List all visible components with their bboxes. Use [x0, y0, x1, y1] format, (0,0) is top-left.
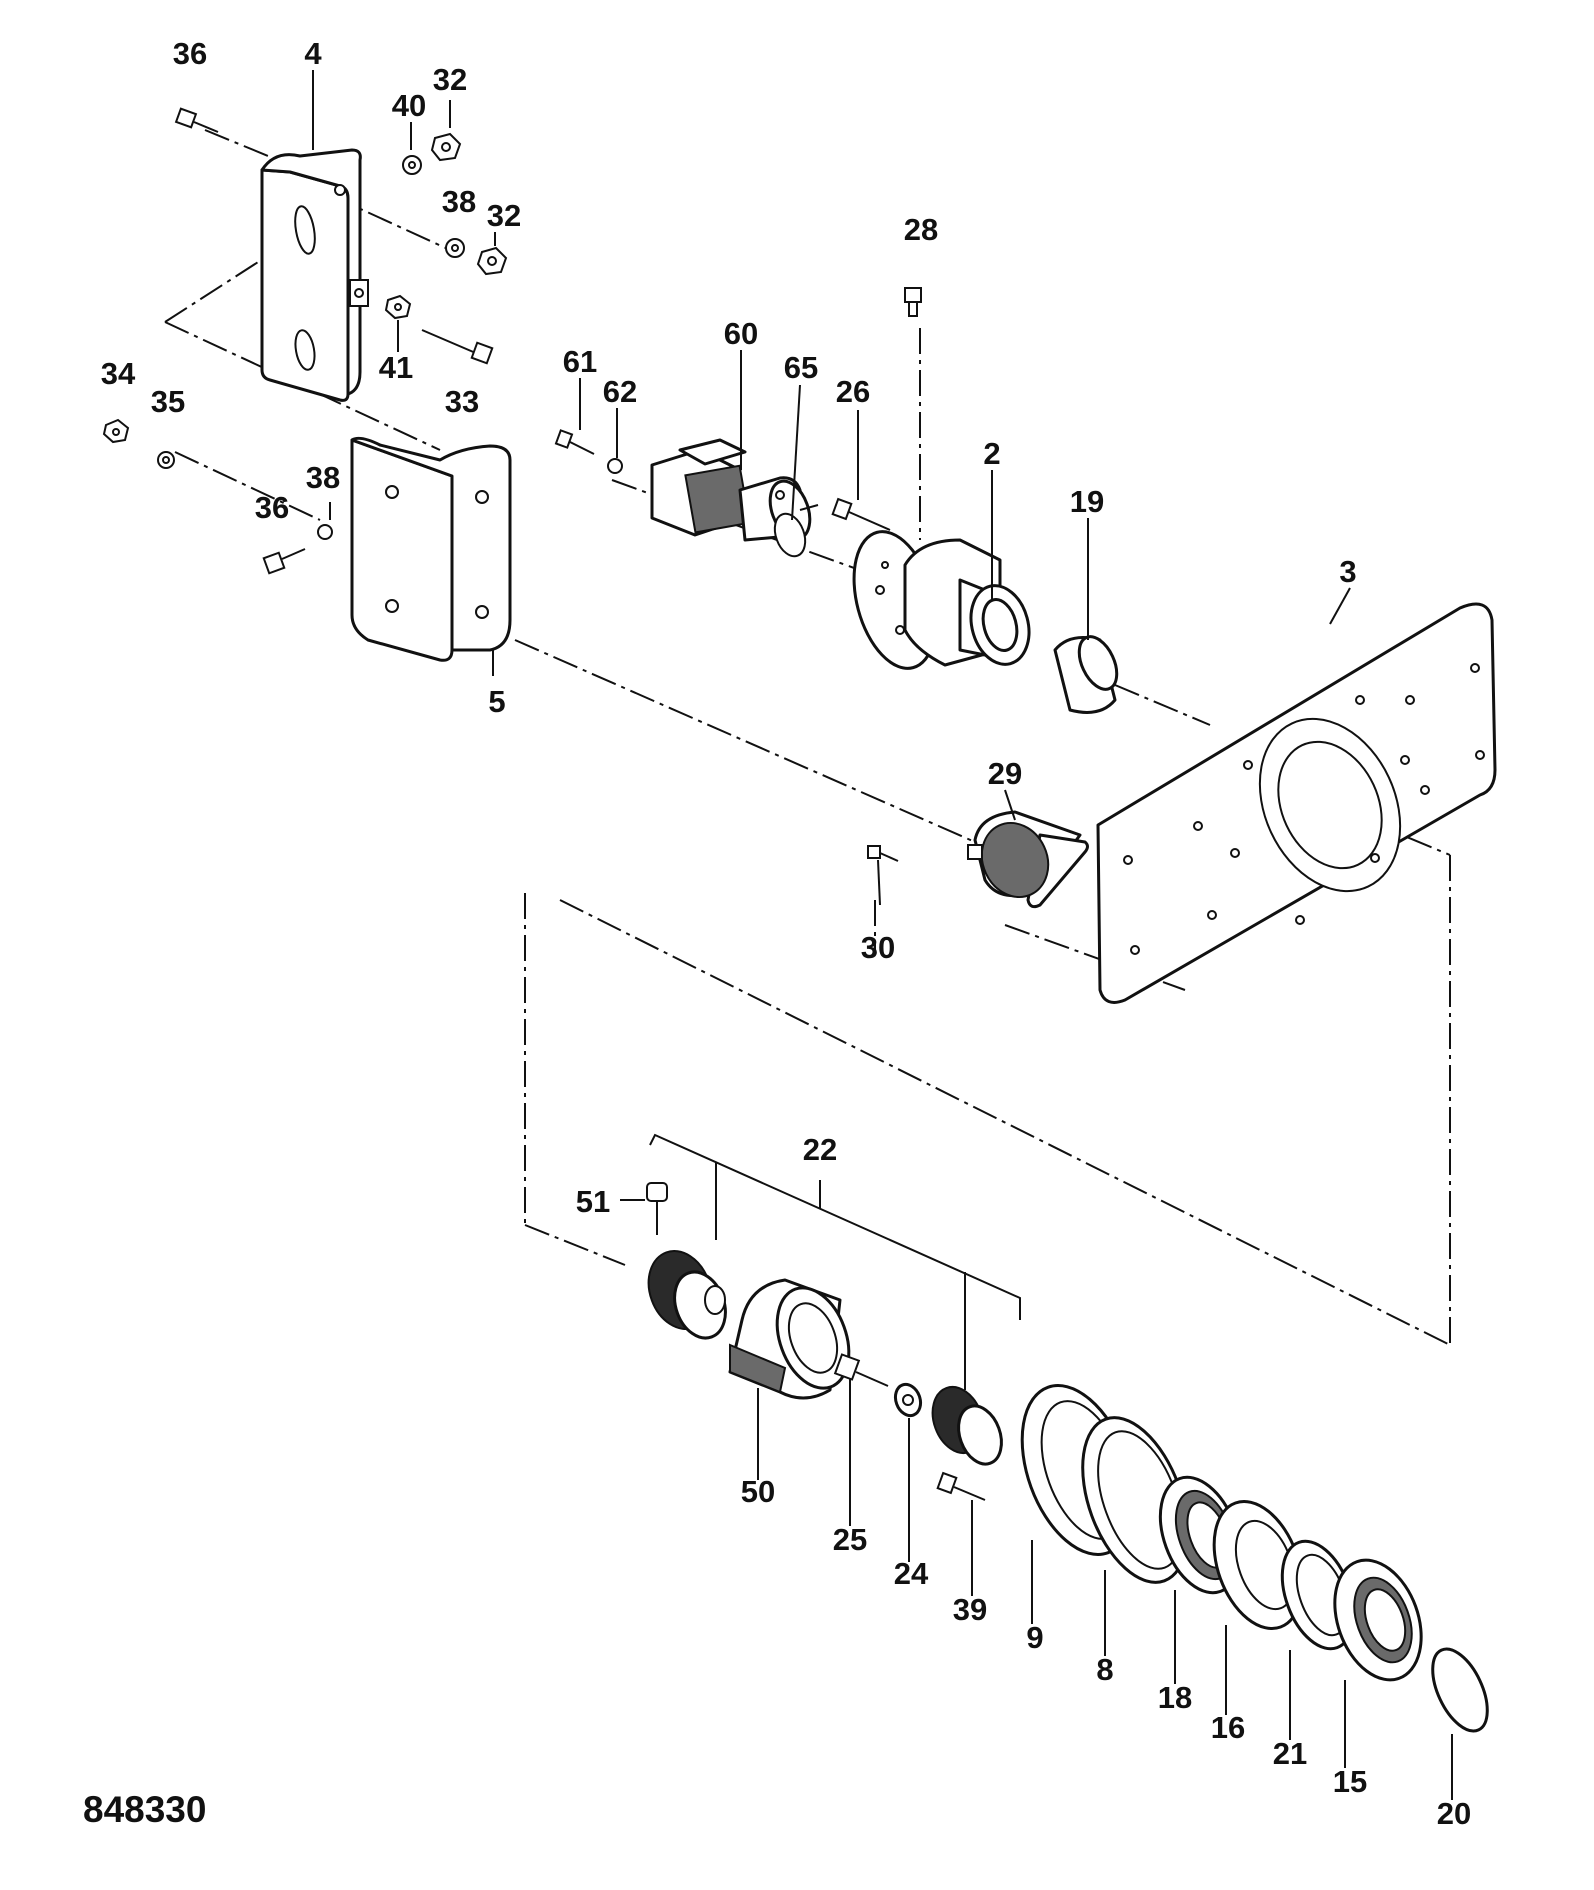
figure-number: 848330	[83, 1789, 206, 1830]
callout-36: 36	[255, 490, 289, 525]
callout-8: 8	[1096, 1652, 1113, 1687]
callout-38: 38	[442, 184, 476, 219]
callout-61: 61	[563, 344, 597, 379]
bolt-26-and-fitting-28	[831, 287, 922, 531]
callout-30: 30	[861, 930, 895, 965]
coupling-50	[728, 1278, 851, 1400]
callout-18: 18	[1158, 1680, 1192, 1715]
callout-36: 36	[173, 36, 207, 71]
callout-28: 28	[904, 212, 938, 247]
callout-25: 25	[833, 1522, 867, 1557]
mounting-bracket-4	[260, 148, 369, 402]
bushing-19	[1053, 635, 1119, 714]
assembly-22-bracket	[649, 1133, 1021, 1390]
callout-60: 60	[724, 316, 758, 351]
callout-39: 39	[953, 1592, 987, 1627]
callout-26: 26	[836, 374, 870, 409]
fasteners-upper-left	[102, 107, 508, 575]
callout-34: 34	[101, 356, 136, 391]
callout-19: 19	[1070, 484, 1104, 519]
callout-33: 33	[445, 384, 479, 419]
callout-9: 9	[1026, 1620, 1043, 1655]
leader-lines	[312, 70, 1453, 1800]
hardware-25-24-39	[833, 1353, 1003, 1501]
callout-38: 38	[306, 460, 340, 495]
callout-22: 22	[803, 1132, 837, 1167]
callout-65: 65	[784, 350, 818, 385]
callout-50: 50	[741, 1474, 775, 1509]
callout-2: 2	[983, 436, 1000, 471]
callout-20: 20	[1437, 1796, 1471, 1831]
mounting-bracket-5	[350, 436, 512, 662]
o-ring-65	[773, 512, 807, 558]
callout-29: 29	[988, 756, 1022, 791]
callout-32: 32	[433, 62, 467, 97]
callout-35: 35	[151, 384, 185, 419]
callout-62: 62	[603, 374, 637, 409]
callout-40: 40	[392, 88, 426, 123]
callout-4: 4	[304, 36, 322, 71]
callout-32: 32	[487, 198, 521, 233]
callout-3: 3	[1339, 554, 1356, 589]
callout-21: 21	[1273, 1736, 1307, 1771]
bearing-stack	[1020, 1384, 1489, 1733]
sprocket-assembly-left	[646, 1182, 727, 1340]
sensor-29	[867, 810, 1089, 909]
callout-15: 15	[1333, 1764, 1367, 1799]
mounting-plate-3	[1096, 602, 1497, 1004]
callout-5: 5	[488, 684, 505, 719]
callout-51: 51	[576, 1184, 610, 1219]
callout-41: 41	[379, 350, 413, 385]
housing-2	[852, 530, 1031, 670]
callout-16: 16	[1211, 1710, 1245, 1745]
callout-24: 24	[894, 1556, 929, 1591]
callout-labels: 36 4 40 32 38 32 41 33 34 35 38 36 5 61 …	[101, 36, 1471, 1831]
